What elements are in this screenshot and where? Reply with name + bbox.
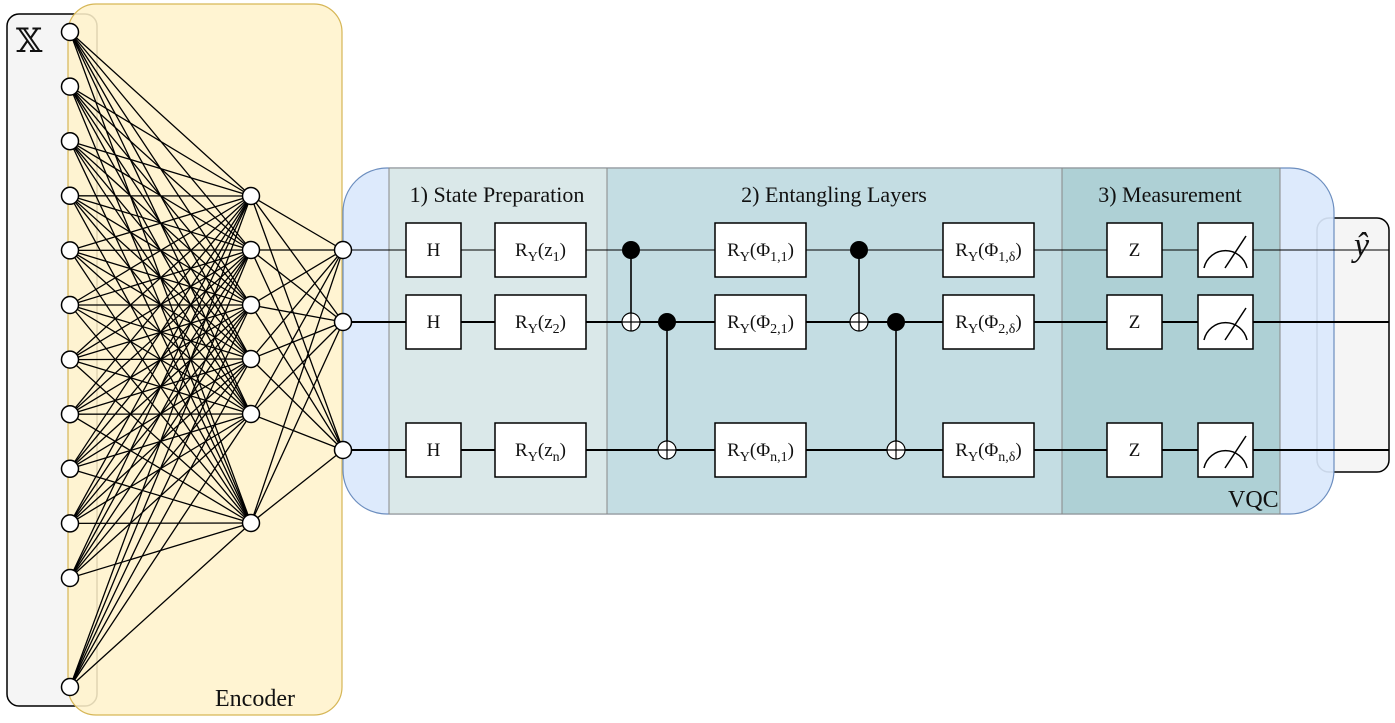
control-dot (887, 313, 905, 331)
input-node (60, 131, 80, 151)
network-edge (250, 321, 344, 415)
input-symbol: 𝕏 (16, 23, 43, 60)
ry-z2-label: RY(z2) (515, 312, 566, 337)
ry-zn-label: RY(zn) (515, 440, 566, 465)
latent-node (333, 312, 353, 332)
input-node (60, 77, 80, 96)
ry-phin1-label: RY(Φn,1) (727, 440, 794, 465)
ry-encoding-gates: RY(z1) RY(z2) RY(zn) (494, 222, 587, 478)
network-edge (250, 249, 344, 451)
ry-phi21-label: RY(Φ2,1) (727, 312, 794, 337)
ry-layer-delta-gates: RY(Φ1,δ) RY(Φ2,δ) RY(Φn,δ) (942, 222, 1035, 478)
network-edge (69, 195, 252, 306)
ry-phi11-label: RY(Φ1,1) (727, 240, 794, 265)
measurement-meters (1197, 222, 1254, 478)
network-edge (69, 304, 252, 688)
latent-node (333, 440, 353, 460)
hidden-node (241, 295, 261, 315)
network-edge (250, 304, 344, 451)
state-prep-title: 1) State Preparation (410, 182, 585, 207)
network-edge (250, 249, 344, 524)
cnot-targets (621, 312, 906, 460)
ry-phi1d-label: RY(Φ1,δ) (955, 240, 1021, 265)
network-edge (69, 140, 252, 197)
network-edge (69, 522, 252, 688)
vqc-label: VQC (1228, 487, 1279, 513)
network-edge (250, 321, 344, 360)
hidden-node (241, 240, 261, 260)
ry-layer-1-gates: RY(Φ1,1) RY(Φ2,1) RY(Φn,1) (714, 222, 807, 478)
network-edge (69, 31, 252, 197)
meter-icon (1197, 222, 1254, 278)
input-node (60, 677, 80, 697)
pauli-z-gates: Z Z Z (1106, 222, 1163, 478)
network-edge (69, 413, 252, 688)
network-edge (69, 195, 252, 524)
network-edge (250, 321, 344, 524)
hidden-node (241, 186, 261, 206)
network-edge (69, 195, 252, 415)
network-edge (250, 195, 344, 451)
hidden-node (241, 513, 261, 533)
network-edge (69, 195, 252, 688)
control-dot (622, 241, 640, 259)
control-dot (850, 241, 868, 259)
network-edge (69, 86, 252, 197)
input-node (60, 186, 80, 206)
target-plus (886, 440, 906, 460)
network-edge (69, 195, 252, 470)
input-node (60, 514, 80, 533)
h-gate-label: H (427, 440, 441, 461)
target-plus (657, 440, 677, 460)
input-node (60, 350, 80, 369)
z-gate-label: Z (1129, 240, 1141, 261)
network-edge (250, 195, 344, 323)
network-edge (250, 249, 344, 306)
ry-phi2d-label: RY(Φ2,δ) (955, 312, 1021, 337)
control-dot (658, 313, 676, 331)
network-edge (250, 358, 344, 451)
entangling-title: 2) Entangling Layers (741, 182, 927, 207)
hidden-node (241, 349, 261, 369)
hadamard-gates: H H H (405, 222, 462, 478)
h-gate-label: H (427, 312, 441, 333)
network-edge (250, 195, 344, 251)
network-edge (69, 195, 252, 361)
network-edge (69, 249, 252, 688)
ry-z1-label: RY(z1) (515, 240, 566, 265)
z-gate-label: Z (1129, 312, 1141, 333)
network-edge (250, 304, 344, 323)
network-edge (250, 249, 344, 360)
network-edge (250, 249, 344, 415)
input-node (60, 568, 80, 588)
ry-phind-label: RY(Φn,δ) (955, 440, 1021, 465)
input-node (60, 459, 80, 479)
meter-icon (1197, 294, 1254, 350)
input-node (60, 241, 80, 260)
network-edge (69, 358, 252, 688)
input-node (60, 22, 80, 42)
network-edge (69, 195, 252, 252)
network-edge (69, 249, 252, 579)
latent-node (333, 240, 353, 260)
hidden-node (241, 404, 261, 424)
network-edge (69, 195, 252, 579)
target-plus (621, 312, 641, 332)
output-symbol: ŷ (1351, 227, 1370, 264)
input-node (60, 295, 80, 315)
network-edge (250, 249, 344, 323)
encoder-label: Encoder (215, 686, 295, 712)
cnot-controls (622, 241, 905, 331)
network-edges (69, 31, 344, 688)
meter-icon (1197, 422, 1254, 478)
measurement-title: 3) Measurement (1098, 182, 1242, 207)
h-gate-label: H (427, 240, 441, 261)
z-gate-label: Z (1129, 440, 1141, 461)
network-edge (250, 413, 344, 451)
network-nodes (60, 22, 353, 697)
target-plus (849, 312, 869, 332)
input-node (60, 404, 80, 424)
network-edge (250, 449, 344, 524)
